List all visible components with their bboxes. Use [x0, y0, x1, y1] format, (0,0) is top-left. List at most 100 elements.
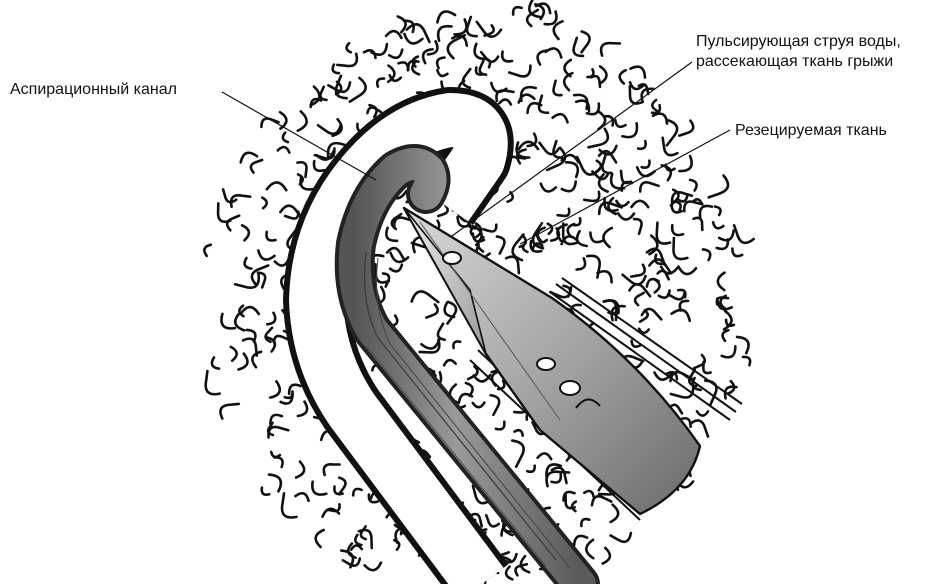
- tissue-mark: [212, 358, 219, 369]
- tissue-mark: [398, 17, 406, 33]
- tissue-mark: [620, 70, 626, 83]
- tissue-mark: [552, 474, 561, 482]
- leader-resected-tissue: [520, 130, 730, 244]
- tissue-mark: [673, 238, 687, 259]
- tissue-mark: [467, 17, 477, 36]
- tissue-mark: [582, 32, 590, 53]
- tissue-mark: [577, 258, 586, 269]
- tissue-mark: [743, 357, 750, 365]
- tissue-mark: [631, 265, 644, 277]
- tissue-mark: [239, 354, 248, 370]
- tissue-mark: [697, 411, 708, 415]
- tissue-mark: [270, 381, 280, 397]
- tissue-mark: [486, 515, 499, 526]
- tissue-mark: [603, 228, 611, 247]
- tissue-mark: [298, 402, 307, 416]
- tissue-mark: [678, 267, 696, 275]
- tissue-mark: [590, 233, 603, 243]
- tissue-mark: [587, 256, 600, 278]
- tissue-mark: [657, 223, 670, 244]
- tissue-mark: [296, 462, 304, 478]
- tissue-mark: [600, 66, 607, 83]
- tissue-mark: [541, 184, 556, 192]
- tissue-mark: [512, 441, 523, 467]
- tissue-mark: [367, 107, 380, 113]
- tissue-mark: [502, 52, 512, 62]
- tissue-mark: [581, 519, 589, 526]
- tissue-mark: [668, 292, 685, 299]
- tissue-mark: [709, 176, 728, 198]
- tissue-mark: [426, 305, 437, 318]
- tissue-mark: [399, 62, 408, 70]
- tissue-mark: [732, 249, 742, 257]
- tissue-mark: [251, 160, 262, 173]
- label-water-jet: Пульсирующая струя воды, рассекающая тка…: [696, 32, 901, 72]
- tissue-mark: [513, 7, 521, 14]
- tissue-mark: [680, 301, 688, 311]
- tissue-mark: [678, 196, 687, 201]
- label-resected-tissue: Резецируемая ткань: [735, 121, 887, 141]
- tissue-mark: [647, 279, 659, 287]
- tissue-mark: [631, 67, 646, 78]
- tissue-mark: [496, 422, 505, 430]
- tissue-mark: [269, 475, 281, 492]
- tissue-mark: [267, 182, 286, 190]
- tissue-mark: [262, 198, 266, 209]
- tissue-mark: [611, 533, 631, 542]
- tissue-mark: [703, 249, 710, 260]
- tissue-mark: [632, 201, 649, 207]
- tissue-mark: [320, 87, 326, 100]
- tissue-mark: [679, 121, 693, 136]
- tissue-mark: [231, 347, 237, 361]
- tissue-mark: [674, 202, 681, 211]
- tissue-mark: [218, 203, 230, 221]
- tissue-mark: [448, 302, 457, 324]
- tissue-mark: [423, 49, 433, 63]
- tissue-mark: [394, 540, 399, 549]
- tissue-mark: [298, 111, 307, 130]
- bubble: [560, 381, 580, 395]
- tissue-mark: [584, 192, 599, 201]
- tissue-mark: [538, 453, 552, 459]
- tissue-mark: [289, 385, 301, 394]
- tissue-mark: [463, 69, 470, 88]
- tissue-mark: [339, 478, 345, 495]
- tissue-mark: [438, 26, 451, 40]
- tissue-mark: [602, 156, 611, 173]
- tissue-mark: [282, 493, 296, 517]
- tissue-mark: [241, 153, 257, 163]
- tissue-mark: [206, 371, 220, 394]
- tissue-mark: [337, 54, 357, 66]
- tissue-mark: [483, 225, 496, 232]
- tissue-mark: [509, 66, 530, 77]
- tissue-mark: [601, 43, 620, 55]
- tissue-mark: [484, 59, 491, 68]
- tissue-mark: [235, 275, 259, 288]
- tissue-mark: [589, 129, 608, 148]
- tissue-mark: [421, 339, 439, 349]
- tissue-mark: [529, 0, 540, 17]
- tissue-mark: [220, 404, 238, 419]
- tissue-mark: [577, 231, 587, 246]
- tissue-mark: [554, 81, 562, 95]
- tissue-mark: [723, 330, 729, 341]
- tissue-mark: [659, 291, 670, 298]
- tissue-mark: [350, 78, 366, 102]
- tissue-mark: [353, 489, 361, 495]
- tissue-mark: [227, 216, 239, 231]
- tissue-mark: [312, 482, 326, 495]
- tissue-mark: [274, 336, 287, 342]
- tissue-mark: [377, 79, 384, 87]
- tissue-mark: [407, 24, 430, 42]
- tissue-mark: [473, 403, 485, 408]
- tissue-mark: [391, 253, 408, 262]
- tissue-mark: [562, 182, 576, 192]
- tissue-mark: [437, 58, 444, 68]
- tissue-mark: [603, 548, 610, 564]
- tissue-mark: [635, 293, 644, 305]
- tissue-mark: [667, 120, 677, 145]
- tissue-mark: [638, 141, 645, 149]
- tissue-mark: [539, 96, 548, 113]
- tissue-mark: [221, 314, 234, 329]
- tissue-mark: [553, 114, 568, 122]
